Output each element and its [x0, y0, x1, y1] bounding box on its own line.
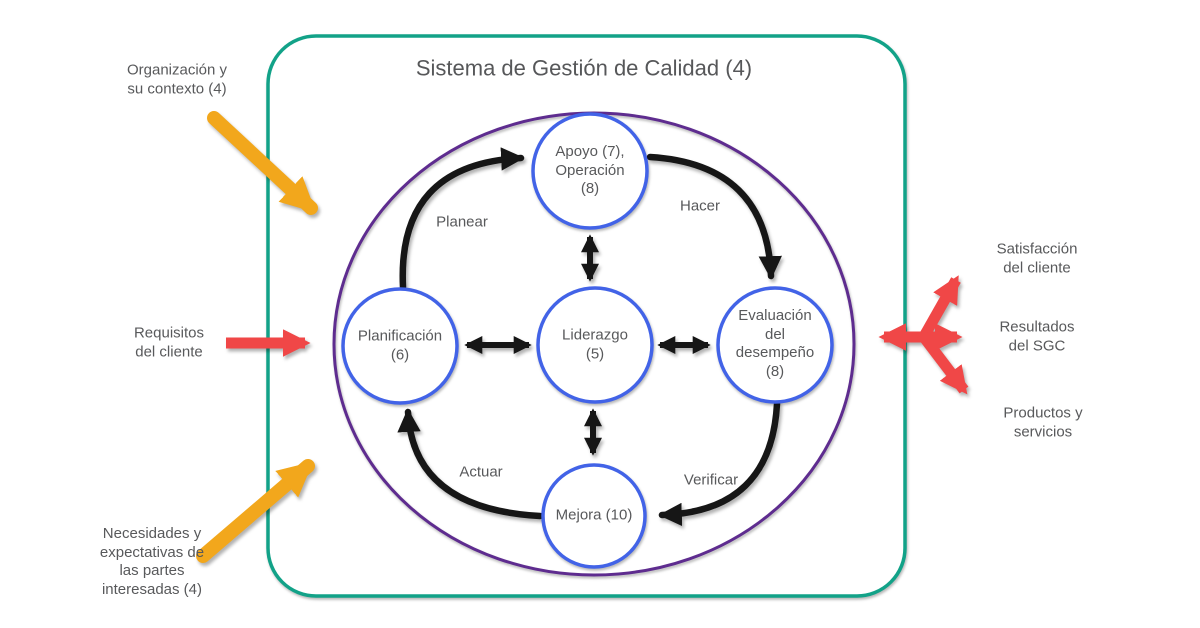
arrow-output-productos: [918, 332, 969, 395]
arrow-organizacion-input: [207, 111, 318, 215]
arrow-hacer: [646, 153, 782, 280]
arrow-necesidades-input: [196, 459, 315, 563]
node-liderazgo-circle: [536, 286, 654, 404]
arrow-verificar: [658, 400, 781, 527]
node-evaluacion-circle: [716, 286, 834, 404]
node-mejora-circle: [541, 463, 647, 569]
node-planificacion-circle: [341, 287, 459, 405]
arrow-actuar: [397, 408, 544, 520]
arrow-output-satisfaccion: [917, 275, 961, 343]
arrow-planear: [399, 147, 525, 291]
node-apoyo-operacion-circle: [531, 112, 649, 230]
